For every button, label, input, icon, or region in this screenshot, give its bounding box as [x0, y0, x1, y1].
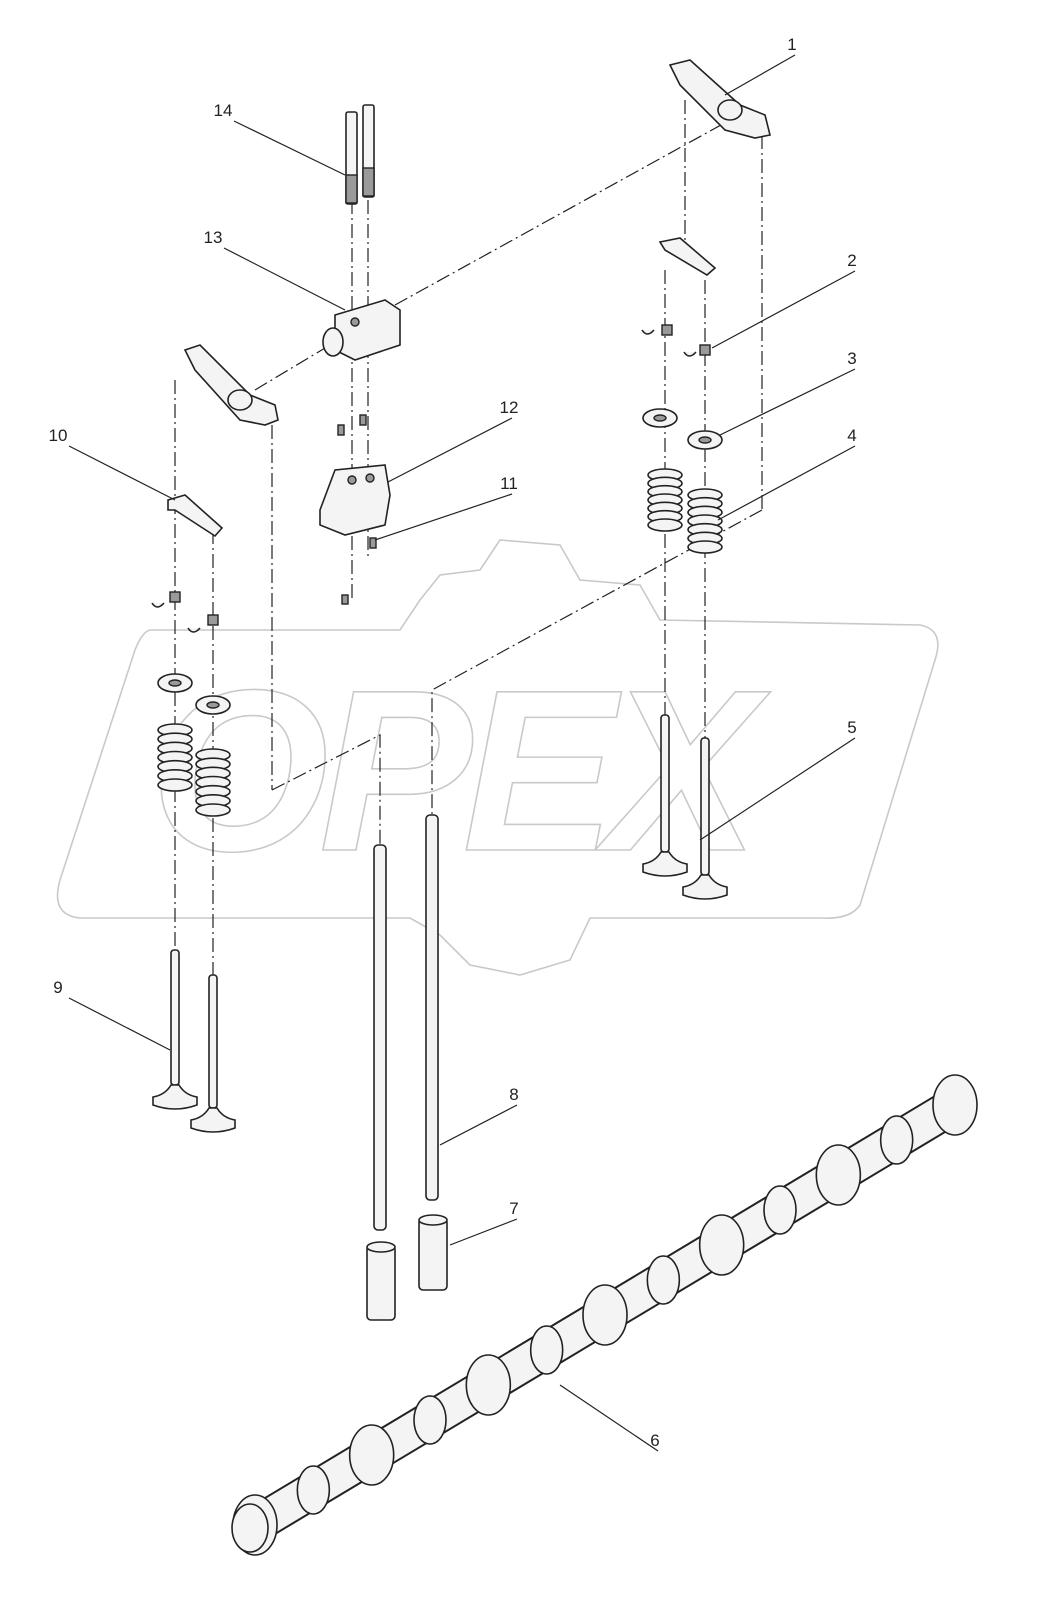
valve	[642, 714, 688, 877]
leader-line	[724, 54, 796, 96]
callout-number: 5	[847, 718, 856, 737]
rocker-arms	[183, 59, 771, 426]
cam-lobe	[529, 1325, 564, 1375]
leader-line	[439, 1104, 518, 1146]
callout-1: 1	[724, 35, 797, 96]
cam-lobe	[879, 1115, 914, 1165]
callout-number: 2	[847, 251, 856, 270]
watermark: OPEX	[56, 539, 939, 976]
callout-4: 4	[717, 426, 857, 521]
callout-number: 1	[787, 35, 796, 54]
callout-number: 12	[500, 398, 519, 417]
watermark-text: OPEX	[150, 642, 771, 899]
cam-lobe	[815, 1144, 862, 1206]
callout-number: 8	[509, 1085, 518, 1104]
callout-13: 13	[204, 228, 346, 311]
callout-12: 12	[387, 398, 519, 483]
callout-3: 3	[719, 349, 857, 436]
cam-lobe	[646, 1255, 681, 1305]
camshaft-end	[231, 1503, 269, 1553]
valve	[682, 737, 728, 900]
leader-line	[68, 997, 171, 1051]
valve-bridges	[167, 237, 717, 538]
leader-line	[719, 368, 856, 436]
leader-line	[711, 270, 856, 349]
callout-8: 8	[439, 1085, 519, 1146]
leader-line	[449, 1218, 518, 1246]
leader-line	[699, 737, 856, 841]
tappets	[366, 1214, 448, 1321]
valve	[152, 949, 198, 1110]
leader-line	[387, 417, 513, 483]
callout-number: 11	[500, 474, 518, 493]
callout-number: 14	[214, 101, 233, 120]
callout-number: 3	[847, 349, 856, 368]
callout-2: 2	[711, 251, 857, 349]
rocker-support	[319, 414, 391, 605]
callout-number: 10	[49, 426, 68, 445]
leader-line	[717, 445, 856, 521]
callout-number: 6	[650, 1431, 659, 1450]
callout-6: 6	[559, 1384, 660, 1452]
cam-lobe	[932, 1074, 978, 1136]
cam-lobe	[763, 1185, 797, 1235]
valve	[190, 974, 236, 1133]
valve-spring	[195, 748, 231, 817]
callout-number: 7	[509, 1199, 518, 1218]
leader-line	[559, 1384, 659, 1452]
callout-14: 14	[214, 101, 346, 176]
camshaft	[231, 1074, 978, 1556]
retainers-and-springs	[157, 408, 723, 817]
valves	[152, 714, 728, 1133]
cam-lobe	[582, 1284, 628, 1346]
leader-line	[374, 493, 513, 541]
callout-7: 7	[449, 1199, 519, 1246]
callout-number: 9	[53, 978, 62, 997]
cam-lobe	[348, 1424, 395, 1486]
bolts	[345, 104, 375, 205]
callout-number: 4	[847, 426, 856, 445]
pushrods	[373, 814, 439, 1231]
leader-line	[68, 445, 176, 501]
valve-keepers	[151, 324, 711, 633]
leader-line	[223, 247, 346, 311]
rocker-bracket	[322, 299, 401, 361]
cam-lobe	[698, 1214, 745, 1276]
callout-number: 13	[204, 228, 223, 247]
valve-spring	[157, 723, 193, 792]
callout-9: 9	[53, 978, 171, 1051]
leader-line	[233, 120, 346, 176]
cam-lobe	[465, 1354, 512, 1416]
cam-lobe	[296, 1465, 331, 1515]
cam-lobe	[413, 1395, 447, 1445]
callout-11: 11	[374, 474, 518, 541]
callout-5: 5	[699, 718, 857, 841]
callout-10: 10	[49, 426, 176, 501]
valve-spring	[687, 488, 723, 554]
valve-spring	[647, 468, 683, 532]
